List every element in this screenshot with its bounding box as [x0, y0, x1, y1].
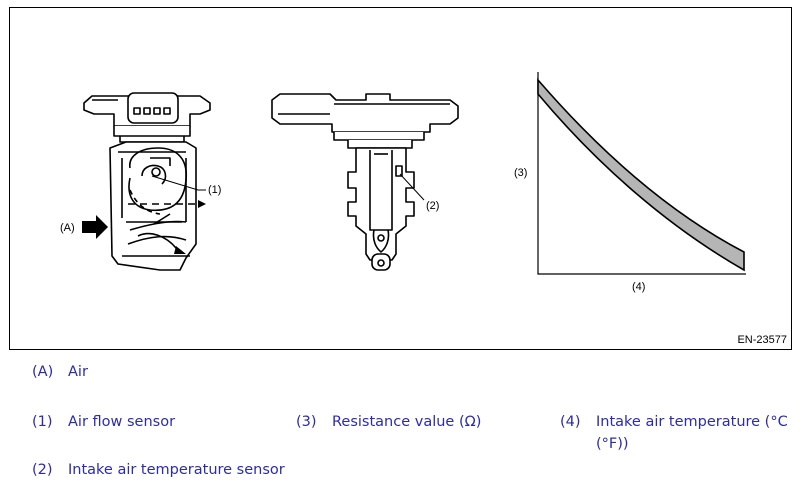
- callout-1-leader: [151, 175, 206, 191]
- air-flow-arrows: [82, 200, 206, 254]
- legend-text: Resistance value (Ω): [332, 414, 482, 430]
- outlet-arrow-upper: [198, 200, 206, 208]
- callout-1-label: (1): [208, 184, 221, 196]
- axis-label-3: (3): [514, 167, 527, 179]
- callout-2-leader: [399, 173, 425, 201]
- outlet-arrow-lower: [174, 246, 186, 254]
- diagram-frame: (1) (2) (A) (3) (4) EN-23577: [9, 7, 792, 350]
- legend-text: Intake air temperature sensor: [68, 462, 285, 478]
- intake-temp-sensor-drawing: [271, 93, 459, 271]
- callout-2-label: (2): [426, 200, 439, 212]
- legend-text: Air flow sensor: [68, 414, 176, 430]
- tolerance-band: [537, 77, 745, 272]
- sensor-diagram: (1) (2) (A) (3) (4): [60, 72, 746, 293]
- resistance-temperature-graph: [537, 72, 746, 275]
- legend-key: (A): [32, 364, 54, 380]
- air-inlet-arrow: [82, 215, 108, 239]
- legend-key: (3): [296, 414, 317, 430]
- callout-a-label: (A): [60, 222, 75, 234]
- legend-text: Intake air temperature (°C (°F)): [596, 414, 788, 452]
- figure-id: EN-23577: [737, 334, 787, 346]
- graph-axes: [537, 72, 746, 275]
- air-flow-sensor-drawing: [83, 92, 211, 271]
- legend-text: Air: [68, 364, 88, 380]
- legend-key: (2): [32, 462, 53, 478]
- axis-label-4: (4): [632, 281, 645, 293]
- legend-key: (4): [560, 414, 581, 430]
- legend-key: (1): [32, 414, 53, 430]
